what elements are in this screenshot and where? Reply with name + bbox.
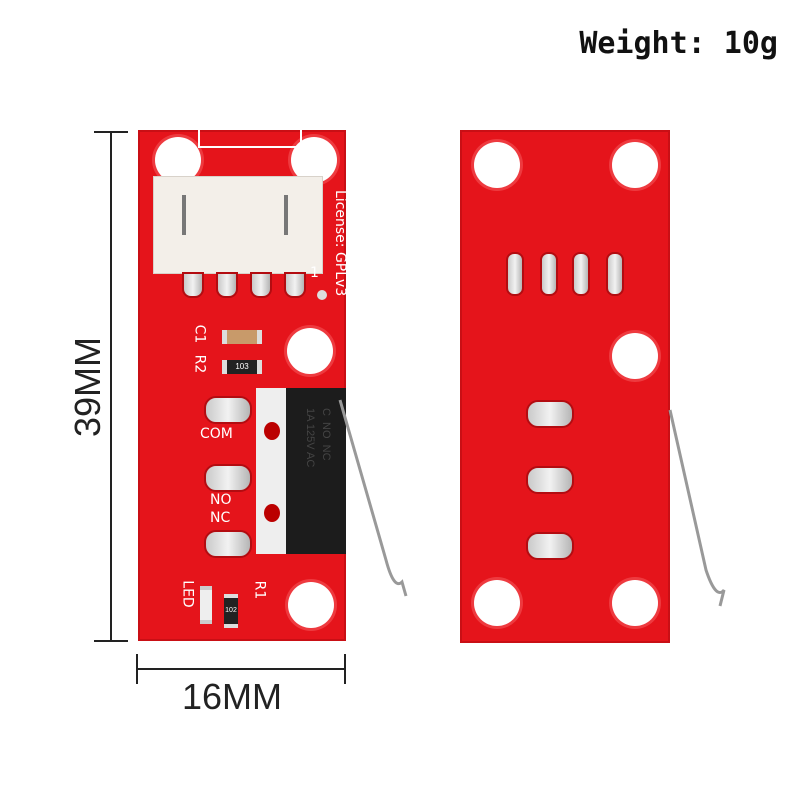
r1-label: R1 — [251, 580, 268, 600]
resistor-r1: 102 — [224, 594, 238, 628]
switch-pin-labels: C NO NC — [320, 408, 332, 461]
switch-rating: 1A 125V AC — [304, 408, 316, 468]
switch-lever — [668, 409, 726, 607]
front-board: License: GPLv3 1 C1 R2 103 COM NO NC 1A … — [138, 130, 408, 641]
led — [200, 586, 212, 624]
height-label: 39MM — [67, 336, 109, 438]
back-board — [460, 130, 726, 643]
jst-connector — [153, 176, 323, 274]
mounting-hole — [612, 333, 658, 379]
nc-label: NC — [210, 510, 231, 526]
switch-lever — [338, 399, 408, 597]
pin-one-marker: 1 — [310, 265, 319, 281]
license-text: License: GPLv3 — [332, 190, 348, 297]
mounting-hole — [474, 580, 520, 626]
micro-switch: 1A 125V AC C NO NC — [256, 388, 346, 554]
mounting-hole — [288, 582, 334, 628]
c1-label: C1 — [191, 324, 208, 344]
mounting-hole — [291, 137, 337, 183]
com-label: COM — [200, 426, 233, 442]
mounting-hole — [612, 142, 658, 188]
mounting-hole — [287, 328, 333, 374]
mounting-hole — [474, 142, 520, 188]
weight-label: Weight: 10g — [579, 26, 778, 61]
no-label: NO — [210, 492, 232, 508]
capacitor-c1 — [222, 330, 262, 344]
width-label: 16MM — [182, 676, 283, 717]
r2-label: R2 — [191, 354, 208, 374]
led-label: LED — [179, 580, 196, 608]
mounting-hole — [155, 137, 201, 183]
resistor-r2: 103 — [222, 360, 262, 374]
mounting-hole — [612, 580, 658, 626]
